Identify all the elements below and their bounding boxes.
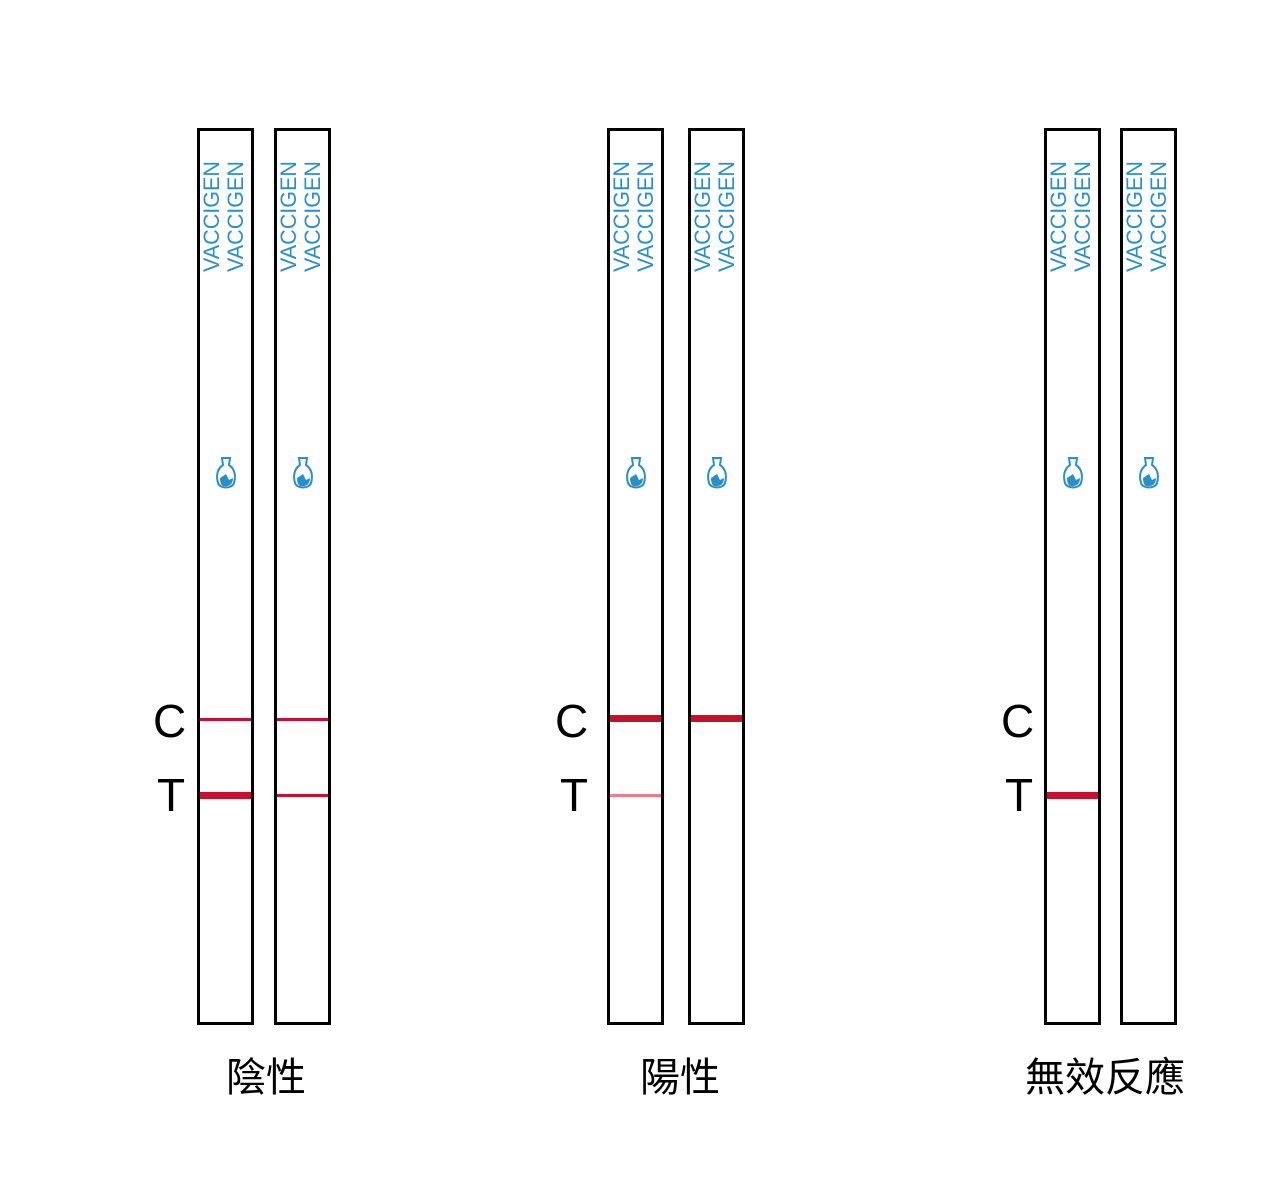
brand-text: VACCIGEN bbox=[300, 161, 325, 273]
test-line bbox=[200, 792, 251, 799]
t-line-label: T bbox=[560, 769, 589, 821]
brand-text: VACCIGEN bbox=[633, 161, 658, 273]
test-line-faint bbox=[610, 794, 661, 797]
brand-text: VACCIGEN bbox=[276, 161, 301, 273]
brand-text: VACCIGEN bbox=[223, 161, 248, 273]
vase-logo-icon bbox=[1139, 457, 1159, 489]
vase-logo-icon bbox=[1063, 457, 1083, 489]
vase-logo-icon bbox=[707, 457, 727, 489]
brand-text: VACCIGEN bbox=[690, 161, 715, 273]
brand-text: VACCIGEN bbox=[714, 161, 739, 273]
brand-text: VACCIGEN bbox=[1046, 161, 1071, 273]
control-line bbox=[610, 715, 661, 722]
test-line bbox=[277, 794, 328, 797]
control-line bbox=[691, 715, 742, 722]
result-caption: 無效反應 bbox=[1025, 1055, 1185, 1101]
result-caption: 陰性 bbox=[226, 1055, 306, 1101]
brand-text: VACCIGEN bbox=[199, 161, 224, 273]
brand-text: VACCIGEN bbox=[1146, 161, 1171, 273]
brand-text: VACCIGEN bbox=[609, 161, 634, 273]
vase-logo-icon bbox=[293, 457, 313, 489]
control-line bbox=[200, 718, 251, 721]
c-line-label: C bbox=[555, 695, 589, 747]
brand-text: VACCIGEN bbox=[1070, 161, 1095, 273]
c-line-label: C bbox=[1001, 695, 1035, 747]
c-line-label: C bbox=[153, 695, 187, 747]
result-caption: 陽性 bbox=[640, 1055, 720, 1101]
t-line-label: T bbox=[1005, 769, 1034, 821]
vase-logo-icon bbox=[626, 457, 646, 489]
t-line-label: T bbox=[157, 769, 186, 821]
vase-logo-icon bbox=[216, 457, 236, 489]
test-line bbox=[1047, 792, 1098, 799]
control-line bbox=[277, 718, 328, 721]
brand-text: VACCIGEN bbox=[1122, 161, 1147, 273]
